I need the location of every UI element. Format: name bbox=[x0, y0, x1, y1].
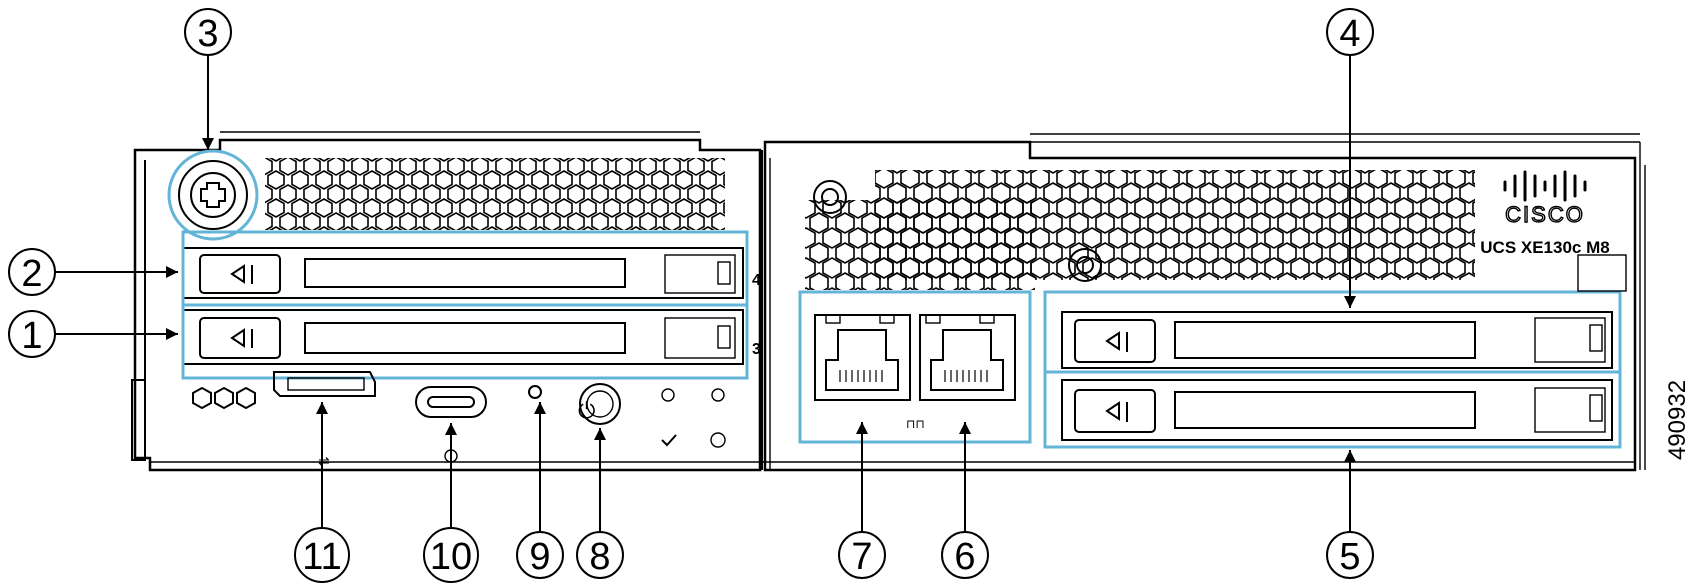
callout-5: 5 bbox=[1326, 531, 1374, 579]
vent-grille-right bbox=[805, 170, 1475, 290]
callout-leaders bbox=[55, 55, 1356, 532]
callout-8: 8 bbox=[576, 531, 624, 579]
drive-bay-number-left-bottom: 3 bbox=[752, 341, 761, 358]
callout-3: 3 bbox=[184, 8, 232, 56]
callout-1-label: 1 bbox=[21, 315, 42, 357]
callout-6-label: 6 bbox=[954, 536, 975, 578]
callouts: 1 2 3 4 5 6 7 8 bbox=[8, 8, 1374, 583]
brand-name: CISCO bbox=[1505, 202, 1585, 227]
callout-2: 2 bbox=[8, 248, 56, 296]
callout-5-label: 5 bbox=[1339, 536, 1360, 578]
drive-bay-5-highlight bbox=[1043, 370, 1622, 449]
rj45-port-left bbox=[814, 314, 911, 401]
rj45-port-right bbox=[919, 314, 1016, 401]
callout-2-label: 2 bbox=[21, 253, 42, 295]
network-ports-highlight bbox=[798, 290, 1032, 444]
callout-9-label: 9 bbox=[529, 536, 550, 578]
callout-11: 11 bbox=[294, 527, 350, 583]
captive-screw bbox=[167, 149, 259, 241]
power-button: ⏻ bbox=[578, 383, 621, 425]
network-ports: ⊓⊓ bbox=[798, 290, 1032, 444]
callout-7-label: 7 bbox=[851, 536, 872, 578]
callout-11-label: 11 bbox=[302, 536, 341, 578]
callout-3-label: 3 bbox=[197, 13, 218, 55]
vent-grille-left bbox=[265, 158, 725, 230]
right-drive-bays bbox=[1043, 254, 1627, 449]
drive-bay-number-left-top: 4 bbox=[752, 272, 761, 289]
callout-6: 6 bbox=[941, 531, 989, 579]
callout-8-label: 8 bbox=[589, 536, 610, 578]
drive-bay-4 bbox=[1061, 311, 1613, 369]
status-led-icons bbox=[192, 386, 256, 410]
figure-number: 490932 bbox=[1664, 380, 1691, 460]
drive-bay-5 bbox=[1061, 379, 1613, 441]
reset-pinhole bbox=[528, 385, 542, 399]
callout-7: 7 bbox=[838, 531, 886, 579]
oculink-port: ⇌ bbox=[273, 371, 376, 469]
cisco-logo: CISCO bbox=[1503, 170, 1587, 228]
mounting-screws bbox=[813, 180, 1102, 282]
callout-4: 4 bbox=[1326, 8, 1374, 56]
callout-4-label: 4 bbox=[1339, 13, 1360, 55]
indicator-glyphs bbox=[661, 388, 726, 448]
callout-10: 10 bbox=[423, 527, 479, 583]
svg-text:⇌: ⇌ bbox=[318, 453, 330, 469]
model-label: UCS XE130c M8 bbox=[1480, 238, 1609, 257]
svg-text:⏻: ⏻ bbox=[578, 398, 595, 423]
callout-1: 1 bbox=[8, 310, 56, 358]
svg-text:⊓⊓: ⊓⊓ bbox=[906, 417, 925, 431]
callout-10-label: 10 bbox=[430, 536, 472, 578]
callout-9: 9 bbox=[516, 531, 564, 579]
